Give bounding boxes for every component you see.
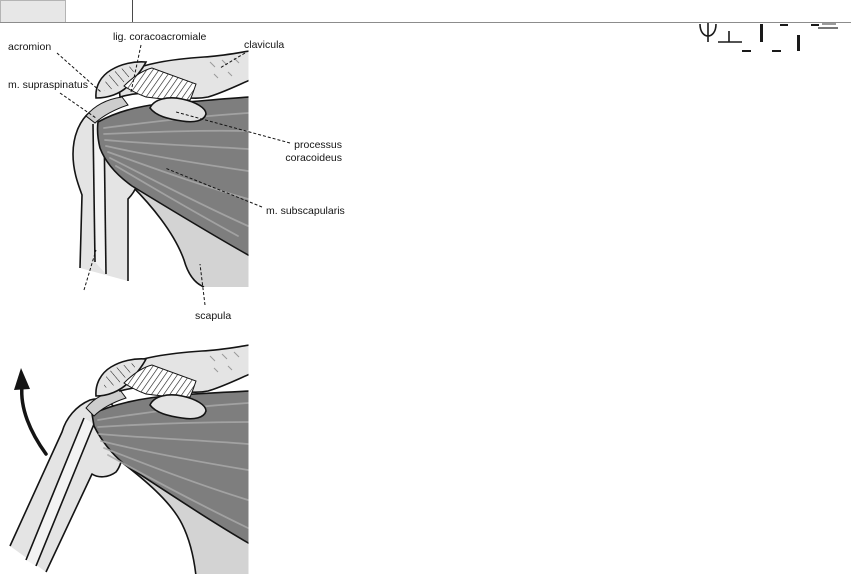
up-tack-glyph-icon (718, 31, 742, 43)
supraspinatus-tendon-top (85, 96, 129, 124)
label-subscapularis: m. subscapularis (266, 205, 345, 217)
dash-glyph-icon (818, 27, 838, 29)
label-processus: processus (294, 139, 342, 151)
bar-glyph-icon (797, 35, 800, 51)
dash-glyph-icon (822, 23, 836, 25)
arrow-shaft (20, 384, 48, 456)
biceps-tendon-bottom-line-1 (25, 417, 85, 561)
psi-glyph-icon (699, 22, 717, 42)
leader-lines (56, 44, 291, 306)
muscle-fiber (103, 447, 249, 501)
muscle-fiber (115, 165, 239, 237)
underscore-glyph-icon (742, 50, 751, 52)
muscle-fiber (107, 454, 249, 529)
tab-bar (0, 0, 851, 23)
muscle-fiber (109, 157, 249, 227)
scapula-bottom-border (123, 463, 197, 574)
leader-subscapularis (164, 167, 263, 208)
humerus-top-left-edge (72, 111, 91, 269)
muscle-fiber (105, 145, 249, 172)
label-supraspinatus: m. supraspinatus (8, 79, 88, 91)
muscle-fiber (97, 421, 249, 428)
abduction-arrow (14, 368, 48, 456)
muscle-fiber (104, 139, 249, 150)
muscle-fibers-top (103, 112, 249, 237)
muscle-fiber (100, 440, 249, 471)
tab-second[interactable] (66, 0, 133, 22)
coracoid-process-bottom (149, 394, 207, 420)
scapula-top-border (131, 185, 205, 287)
label-scapula: scapula (195, 310, 231, 322)
scapula-top (132, 186, 249, 287)
underscore-glyph-icon (772, 50, 781, 52)
clavicle-top-texture (209, 57, 240, 79)
leader-scapula (199, 263, 206, 306)
leader-supraspinatus (59, 92, 97, 119)
leader-ligament (130, 44, 142, 93)
muscle-fiber (107, 151, 249, 200)
ligament-top-hatch (123, 67, 197, 101)
leader-humerus (83, 249, 97, 291)
figure-top (72, 50, 249, 287)
biceps-tendon-top (94, 124, 106, 274)
overline-glyph-icon (780, 24, 788, 26)
coracoid-process-top (149, 97, 207, 123)
tab-first[interactable] (0, 0, 66, 22)
muscle-fiber (103, 129, 249, 135)
subscapularis-muscle-bottom (91, 390, 249, 545)
overline-glyph-icon (811, 24, 819, 26)
biceps-tendon-top-line-1 (92, 123, 96, 263)
biceps-tendon-bottom (26, 418, 94, 566)
scapula-bottom (124, 464, 249, 574)
glyph-artifacts (699, 22, 838, 52)
figure-bottom (9, 344, 249, 574)
acromion-bottom-texture (104, 363, 138, 388)
supraspinatus-tendon-bottom (85, 389, 127, 417)
acromion-top-texture (104, 66, 138, 91)
label-acromion: acromion (8, 41, 51, 53)
ligament-bottom-hatch (123, 364, 197, 398)
bar-glyph-icon (760, 24, 763, 42)
arrow-head-icon (14, 368, 30, 390)
label-lig-coracoacromiale: lig. coracoacromiale (113, 31, 207, 43)
clavicle-bottom-texture (209, 351, 240, 373)
label-coracoideus: coracoideus (285, 152, 342, 164)
label-clavicula: clavicula (244, 39, 284, 51)
muscle-fiber (98, 433, 249, 445)
biceps-tendon-bottom-line-2 (35, 423, 95, 567)
